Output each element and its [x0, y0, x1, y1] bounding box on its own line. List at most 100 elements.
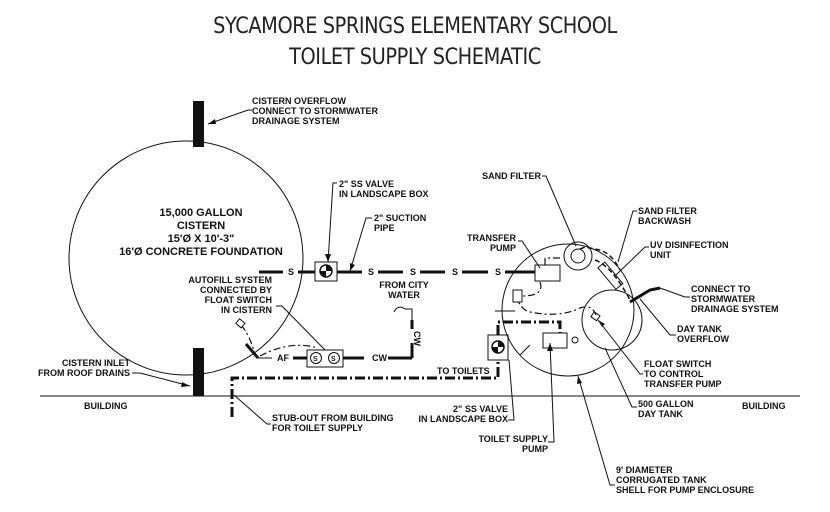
svg-text:IN LANDSCAPE BOX: IN LANDSCAPE BOX — [418, 414, 508, 424]
building-label-left: BUILDING — [84, 401, 128, 411]
svg-text:FLOAT SWITCH: FLOAT SWITCH — [644, 359, 711, 369]
svg-text:CONNECT TO: CONNECT TO — [691, 284, 750, 294]
svg-text:FLOAT SWITCH: FLOAT SWITCH — [205, 295, 272, 305]
svg-text:CISTERN OVERFLOW: CISTERN OVERFLOW — [252, 96, 347, 106]
cistern-inlet-pipe — [193, 348, 204, 396]
callout-uv-unit: UV DISINFECTION UNIT — [615, 240, 729, 276]
callout-from-city-water: FROM CITY WATER — [379, 280, 429, 300]
svg-text:DRAINAGE SYSTEM: DRAINAGE SYSTEM — [691, 304, 779, 314]
callout-day-tank-overflow: DAY TANK OVERFLOW — [639, 298, 730, 344]
ss-valve-top — [314, 261, 338, 282]
transfer-pump — [534, 264, 561, 282]
svg-text:9' DIAMETER: 9' DIAMETER — [616, 465, 673, 475]
float-switch — [590, 311, 601, 322]
svg-text:BACKWASH: BACKWASH — [638, 216, 691, 226]
svg-text:IN LANDSCAPE BOX: IN LANDSCAPE BOX — [339, 189, 429, 199]
toilet-supply-line: TO TOILETS — [230, 320, 562, 417]
callout-ss-valve-bottom: 2" SS VALVE IN LANDSCAPE BOX — [418, 359, 515, 424]
transfer-pump-control — [512, 289, 523, 303]
svg-text:DAY TANK: DAY TANK — [677, 324, 722, 334]
day-tank-overflow-pipe — [629, 286, 661, 304]
svg-text:FOR TOILET SUPPLY: FOR TOILET SUPPLY — [272, 423, 363, 433]
svg-text:CONNECT TO STORMWATER: CONNECT TO STORMWATER — [252, 106, 379, 116]
svg-text:PUMP: PUMP — [490, 243, 516, 253]
svg-text:CW: CW — [412, 331, 422, 346]
svg-text:S: S — [368, 267, 374, 277]
sand-filter-inner — [570, 248, 586, 264]
cistern-circle — [68, 140, 304, 376]
callout-day-tank: 500 GALLON DAY TANK — [604, 347, 694, 419]
svg-text:S: S — [452, 267, 458, 277]
callout-float-switch: FLOAT SWITCH TO CONTROL TRANSFER PUMP — [597, 319, 722, 389]
uv-disinfection-unit — [597, 261, 624, 291]
svg-text:CISTERN INLET: CISTERN INLET — [62, 358, 131, 368]
svg-text:S: S — [410, 267, 416, 277]
callout-toilet-supply-pump: TOILET SUPPLY PUMP — [478, 342, 555, 454]
suction-line: S S S S S — [259, 267, 535, 277]
svg-text:UNIT: UNIT — [650, 250, 671, 260]
svg-text:TO CONTROL: TO CONTROL — [644, 369, 704, 379]
ss-valve-bottom — [487, 334, 509, 361]
svg-text:DRAINAGE SYSTEM: DRAINAGE SYSTEM — [252, 116, 340, 126]
svg-text:2" SS VALVE: 2" SS VALVE — [339, 179, 394, 189]
cistern-capacity: 15,000 GALLON — [159, 207, 242, 219]
svg-text:STORMWATER: STORMWATER — [691, 294, 756, 304]
svg-text:SHELL FOR PUMP ENCLOSURE: SHELL FOR PUMP ENCLOSURE — [616, 485, 754, 495]
autofill-line: AF — [235, 318, 319, 363]
svg-text:AUTOFILL SYSTEM: AUTOFILL SYSTEM — [188, 275, 272, 285]
cistern-foundation: 16'Ø CONCRETE FOUNDATION — [119, 246, 283, 258]
svg-text:CONNECTED BY: CONNECTED BY — [200, 285, 272, 295]
callout-autofill: AUTOFILL SYSTEM CONNECTED BY FLOAT SWITC… — [188, 275, 326, 351]
svg-text:SAND FILTER: SAND FILTER — [638, 206, 697, 216]
svg-text:STUB-OUT FROM BUILDING: STUB-OUT FROM BUILDING — [272, 413, 394, 423]
svg-text:S: S — [495, 267, 501, 277]
callout-corrugated-tank: 9' DIAMETER CORRUGATED TANK SHELL FOR PU… — [577, 375, 754, 495]
svg-text:FROM ROOF DRAINS: FROM ROOF DRAINS — [38, 368, 130, 378]
svg-text:500 GALLON: 500 GALLON — [638, 399, 694, 409]
toilet-supply-pump — [542, 332, 568, 349]
svg-text:AF: AF — [277, 353, 289, 363]
callout-cistern-inlet: CISTERN INLET FROM ROOF DRAINS — [38, 358, 191, 387]
svg-text:TRANSFER: TRANSFER — [467, 233, 516, 243]
city-water-line: CW CW — [342, 306, 422, 363]
svg-text:FROM CITY: FROM CITY — [379, 280, 429, 290]
autofill-solenoid-box: S S — [306, 349, 344, 368]
svg-text:S: S — [331, 356, 336, 363]
svg-text:SAND FILTER: SAND FILTER — [482, 171, 541, 181]
svg-text:CORRUGATED TANK: CORRUGATED TANK — [616, 475, 707, 485]
svg-text:UV DISINFECTION: UV DISINFECTION — [650, 240, 729, 250]
svg-text:S: S — [313, 356, 318, 363]
building-label-right: BUILDING — [742, 401, 786, 411]
sand-filter-outer — [563, 241, 593, 271]
callout-suction-pipe: 2" SUCTION PIPE — [349, 213, 426, 272]
svg-text:TO TOILETS: TO TOILETS — [437, 366, 490, 376]
cistern-label: 15,000 GALLON CISTERN 15'Ø X 10'-3" 16'Ø… — [119, 207, 283, 258]
callout-transfer-pump: TRANSFER PUMP — [467, 233, 541, 269]
cistern-name: CISTERN — [177, 220, 225, 232]
cistern-dimensions: 15'Ø X 10'-3" — [168, 233, 235, 245]
callout-connect-stormwater: CONNECT TO STORMWATER DRAINAGE SYSTEM — [659, 284, 779, 314]
svg-text:TOILET SUPPLY: TOILET SUPPLY — [478, 434, 548, 444]
cistern-overflow-pipe — [193, 101, 204, 147]
diagram-title-line2: TOILET SUPPLY SCHEMATIC — [289, 45, 541, 70]
svg-text:2" SUCTION: 2" SUCTION — [374, 213, 426, 223]
svg-text:CW: CW — [372, 353, 387, 363]
day-tank — [581, 289, 643, 351]
svg-text:PUMP: PUMP — [522, 444, 548, 454]
svg-text:S: S — [288, 267, 294, 277]
svg-text:OVERFLOW: OVERFLOW — [677, 334, 730, 344]
callout-sand-filter: SAND FILTER — [482, 171, 577, 247]
svg-text:WATER: WATER — [388, 290, 420, 300]
svg-text:PIPE: PIPE — [374, 223, 395, 233]
svg-text:IN CISTERN: IN CISTERN — [221, 305, 272, 315]
svg-text:DAY TANK: DAY TANK — [638, 409, 683, 419]
diagram-title-line1: SYCAMORE SPRINGS ELEMENTARY SCHOOL — [213, 14, 617, 39]
callout-ss-valve-top: 2" SS VALVE IN LANDSCAPE BOX — [325, 179, 429, 263]
svg-text:2" SS VALVE: 2" SS VALVE — [453, 404, 508, 414]
callout-stub-out: STUB-OUT FROM BUILDING FOR TOILET SUPPLY — [233, 394, 394, 433]
corrugated-tank-shell — [501, 243, 635, 377]
callout-sand-filter-backwash: SAND FILTER BACKWASH — [617, 206, 697, 263]
svg-text:TRANSFER PUMP: TRANSFER PUMP — [644, 379, 722, 389]
callout-cistern-overflow: CISTERN OVERFLOW CONNECT TO STORMWATER D… — [207, 96, 379, 126]
